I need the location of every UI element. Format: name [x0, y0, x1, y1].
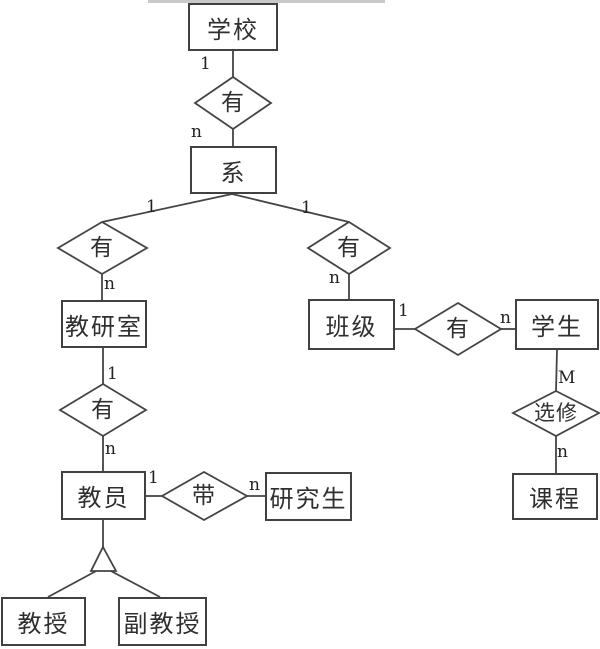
relationship-diamond-department-has-class: [306, 220, 392, 276]
entity-associate-professor: 副教授: [118, 597, 207, 646]
connector-department-hasright: [231, 193, 350, 223]
entity-graduate-student: 研究生: [265, 472, 352, 521]
entity-school: 学校: [188, 3, 278, 51]
entity-teacher: 教员: [61, 471, 146, 520]
connector-department-hasleft: [101, 193, 233, 223]
relationship-diamond-department-has-office: [56, 220, 149, 276]
relationship-label-student-takes-course: 选修: [534, 401, 578, 425]
relationship-diamond-class-has-student: [413, 301, 503, 357]
top-edge-crop-artifact: [148, 0, 385, 3]
entity-class: 班级: [308, 299, 395, 350]
relationship-label-class-has-student: 有: [446, 316, 470, 342]
cardinality-leads-graduate: n: [249, 475, 260, 495]
relationship-label-department-has-office: 有: [90, 235, 114, 261]
connector-isa-professor: [47, 569, 99, 598]
entity-department: 系: [190, 146, 277, 194]
connector-isa-assoc-professor: [108, 569, 161, 598]
cardinality-student-takes: M: [558, 368, 576, 388]
relationship-label-school-has-department: 有: [221, 90, 245, 116]
cardinality-school-has: 1: [200, 54, 211, 74]
cardinality-department-hasleft: 1: [146, 197, 157, 217]
cardinality-has-teacher: n: [105, 439, 116, 459]
relationship-label-teacher-leads-graduate: 带: [192, 483, 216, 509]
relationship-label-office-has-teacher: 有: [91, 397, 115, 423]
cardinality-has-class: n: [329, 268, 340, 288]
connector-student-takes: [555, 349, 558, 392]
relationship-label-department-has-class: 有: [337, 235, 361, 261]
relationship-diamond-school-has-department: [193, 75, 273, 131]
cardinality-takes-course: n: [557, 442, 568, 462]
entity-teaching-office: 教研室: [61, 300, 147, 348]
entity-professor: 教授: [1, 597, 86, 646]
cardinality-teacher-leads: 1: [148, 468, 159, 488]
cardinality-class-has: 1: [398, 301, 409, 321]
cardinality-has-student: n: [500, 308, 511, 328]
relationship-diamond-office-has-teacher: [58, 382, 148, 438]
cardinality-has-department: n: [191, 122, 202, 142]
entity-student: 学生: [515, 299, 599, 350]
entity-course: 课程: [512, 473, 598, 520]
relationship-diamond-student-takes-course: [511, 389, 600, 438]
isa-triangle-icon: [89, 545, 118, 572]
cardinality-has-office: n: [104, 274, 115, 294]
relationship-diamond-teacher-leads-graduate: [160, 470, 249, 522]
cardinality-office-has: 1: [107, 364, 118, 384]
cardinality-department-hasright: 1: [301, 198, 312, 218]
